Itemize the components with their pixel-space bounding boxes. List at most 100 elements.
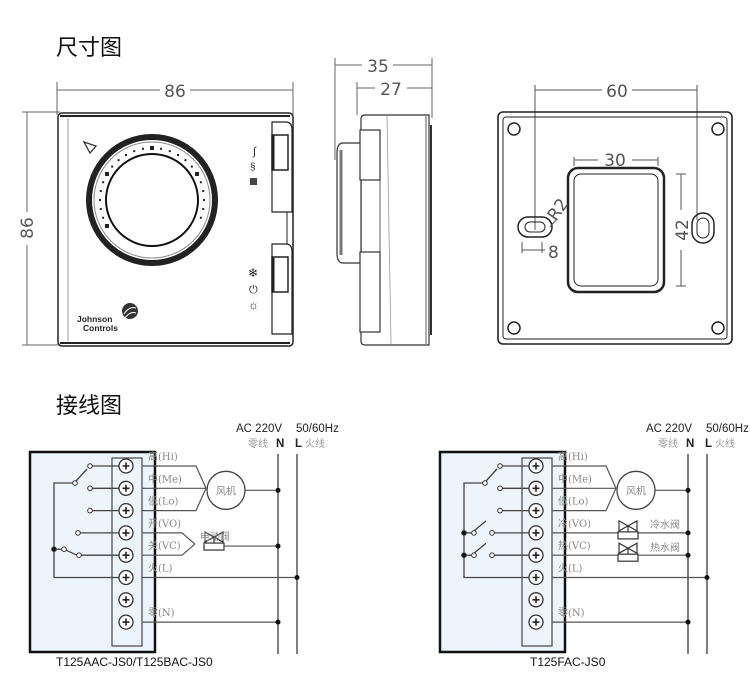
side-total-depth-label: 35 xyxy=(367,57,389,77)
dial-tick xyxy=(141,147,144,150)
junction-dot xyxy=(461,530,467,536)
slot-width-label: 8 xyxy=(548,243,559,263)
junction-dot xyxy=(461,552,467,558)
dial-tick xyxy=(168,150,171,153)
fan-speed-switch[interactable] xyxy=(271,121,293,213)
width-dimension xyxy=(56,82,294,118)
wiring-b-body: 高(Hi)中(Me)低(Lo)冷(VO)热(VC)火(L)零(N)风机 xyxy=(438,450,710,654)
wiring-diagram-b: AC 220V 50/60Hz 零线 N L 火线 高(Hi)中(Me)低(Lo… xyxy=(438,423,749,669)
window-height-label: 42 xyxy=(673,219,693,241)
screw-cross xyxy=(122,507,130,515)
dial-tick xyxy=(199,181,202,184)
side-body xyxy=(336,114,432,346)
dial-tick xyxy=(177,153,179,156)
hot-valve-label: 热水阀 xyxy=(650,541,680,554)
front-height-label: 86 xyxy=(18,217,38,239)
dial-tick xyxy=(190,165,193,168)
cold-valve-label: 冷水阀 xyxy=(650,518,680,531)
dial-tick xyxy=(104,172,109,176)
back-plate xyxy=(497,111,733,345)
contact-dot xyxy=(61,546,67,552)
fan-med-icon: § xyxy=(250,162,256,173)
contact-dot xyxy=(75,530,81,536)
front-view-drawing: 86 86 ∫ § ❄ ⏻ ☼ Johnson Control xyxy=(18,82,294,347)
wiring-diagram-a: AC 220V 50/60Hz 零线 N L 火线 高(Hi)中(Me)低(Lo… xyxy=(28,423,339,669)
mode-switch[interactable] xyxy=(271,243,293,335)
terminal-label: 零(N) xyxy=(148,607,175,619)
fan-label: 风机 xyxy=(626,484,646,497)
contact-dot xyxy=(489,552,495,558)
dial-tick xyxy=(203,199,205,201)
model-label-a: T125AAC-JS0/T125BAC-JS0 xyxy=(56,655,213,669)
supply-freq-b: 50/60Hz xyxy=(706,423,749,435)
contact-dot xyxy=(497,485,503,492)
dial-scale-ticks xyxy=(99,146,205,228)
fan-wire xyxy=(142,465,207,489)
contact-dot xyxy=(497,463,503,469)
screw-cross xyxy=(532,551,540,559)
front-body xyxy=(57,112,294,347)
fan-low-icon: ∫ xyxy=(252,146,257,158)
dial-tick xyxy=(125,153,127,156)
screw-cross xyxy=(532,507,540,515)
fan-wire xyxy=(552,465,617,489)
junction-dot xyxy=(294,575,300,580)
valve-actuator xyxy=(203,542,225,551)
contact-dot xyxy=(497,507,503,514)
valve-switch-blade xyxy=(473,520,487,532)
contact-dot xyxy=(87,507,93,514)
screw-cross xyxy=(532,596,540,604)
dial-tick xyxy=(195,172,200,176)
junction-dot xyxy=(685,552,691,558)
neutral-letter-a: N xyxy=(276,438,284,450)
screw-cross xyxy=(122,596,130,604)
valve-icon xyxy=(204,531,224,544)
dial-tick xyxy=(99,189,102,192)
terminal-label: 零(N) xyxy=(558,607,585,619)
screw-cross xyxy=(122,529,130,537)
junction-dot xyxy=(275,543,281,549)
contact-dot xyxy=(482,480,488,486)
screw-cross xyxy=(532,462,540,470)
hole-spacing-label: 60 xyxy=(606,82,628,102)
live-letter-a: L xyxy=(295,438,302,450)
valve-wire xyxy=(142,532,196,545)
junction-dot xyxy=(51,546,57,552)
screw-cross xyxy=(122,551,130,559)
dimensions-title: 尺寸图 xyxy=(56,36,123,61)
valve-actuator xyxy=(617,531,639,540)
screw-cross xyxy=(532,484,540,492)
contact-dot xyxy=(87,485,93,492)
contact-dot xyxy=(87,463,93,469)
junction-dot xyxy=(704,575,710,580)
terminal-label: 火(L) xyxy=(558,563,583,575)
terminal-label: 高(Hi) xyxy=(558,450,588,463)
dial-tick xyxy=(199,216,202,219)
pointer-triangle-icon xyxy=(82,140,98,155)
dial-tick xyxy=(150,146,154,150)
terminal-label: 开(VO) xyxy=(148,519,181,530)
brand-line2: Controls xyxy=(83,323,118,333)
dial-tick xyxy=(102,216,105,219)
terminal-label: 中(Me) xyxy=(148,472,182,485)
screw-cross xyxy=(532,529,540,537)
supply-voltage-a: AC 220V xyxy=(236,423,282,435)
terminal-label: 冷(VO) xyxy=(558,517,591,530)
dial-tick xyxy=(160,147,163,150)
terminal-label: 中(Me) xyxy=(558,472,592,485)
side-view-drawing: 35 27 xyxy=(334,57,433,346)
front-width-label: 86 xyxy=(164,82,186,102)
dial-tick xyxy=(99,199,101,201)
live-label-a: 火线 xyxy=(305,437,325,450)
valve-actuator xyxy=(617,553,639,562)
temperature-dial[interactable] xyxy=(86,134,218,266)
contact-dot xyxy=(489,530,495,536)
terminal-label: 热(VC) xyxy=(558,539,591,552)
dial-tick xyxy=(99,208,102,211)
supply-voltage-b: AC 220V xyxy=(646,423,692,435)
dial-tick xyxy=(117,159,120,162)
common-wire xyxy=(53,482,119,579)
screw-cross xyxy=(122,574,130,581)
brand-logo-icon xyxy=(122,303,138,319)
terminal-label: 高(Hi) xyxy=(148,450,178,463)
